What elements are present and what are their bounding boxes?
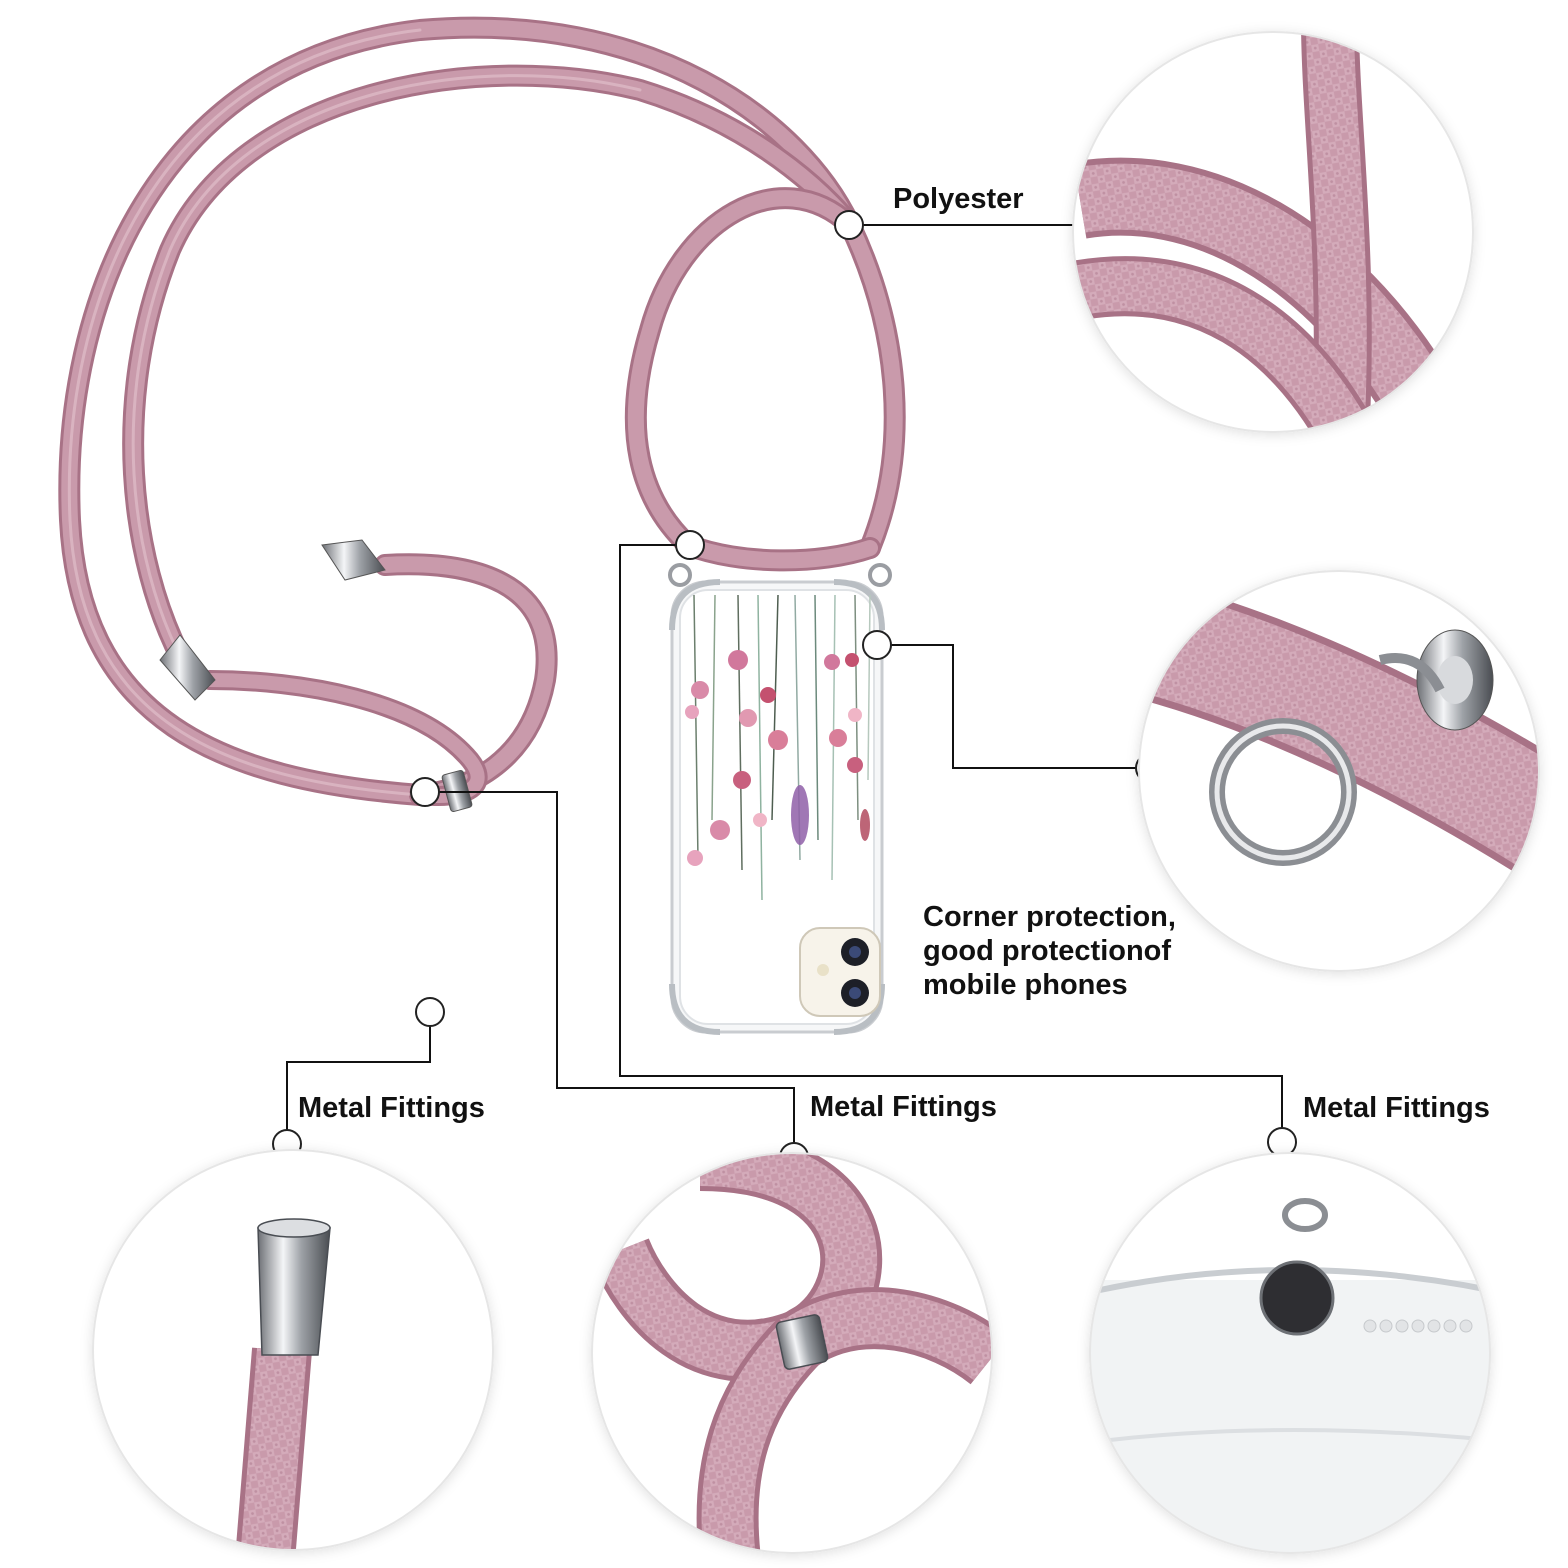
detail-circle-case-attachment	[1089, 1152, 1491, 1554]
metal-cap-icon	[159, 539, 473, 813]
camera-icon	[799, 927, 881, 1017]
corner-protection-line-1: Corner protection,	[923, 901, 1176, 933]
detail-circle-slider	[591, 1152, 993, 1554]
polyester-label: Polyester	[893, 183, 1024, 215]
camera-cutout-dots	[1363, 1319, 1473, 1333]
callout-lines	[286, 224, 1283, 1143]
corner-protection-line-3: mobile phones	[923, 969, 1128, 1001]
slider-ring-icon	[1209, 629, 1494, 866]
detail-circle-end-cap	[92, 1149, 494, 1551]
corner-protection-label: Corner protection, good protectionof mob…	[923, 900, 1176, 1002]
metal-fittings-label-right: Metal Fittings	[1303, 1092, 1490, 1124]
metal-cap-icon	[257, 1218, 331, 1356]
phone-case-icon	[668, 563, 892, 1035]
metal-fittings-label-left: Metal Fittings	[298, 1092, 485, 1124]
flower-blossoms-icon	[685, 650, 870, 866]
detail-circle-polyester	[1072, 31, 1474, 433]
corner-protection-line-2: good protectionof	[923, 935, 1172, 967]
detail-circle-ring	[1138, 570, 1540, 972]
split-ring-icon	[1259, 1198, 1335, 1336]
metal-fittings-label-center: Metal Fittings	[810, 1091, 997, 1123]
lanyard-cord-icon	[58, 16, 906, 806]
